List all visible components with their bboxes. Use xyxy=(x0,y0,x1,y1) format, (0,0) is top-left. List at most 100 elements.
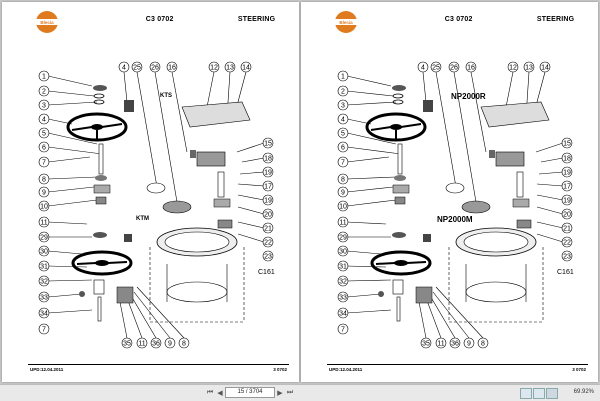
steering-wheel-lower xyxy=(71,250,133,276)
callout-right-18: 18 xyxy=(561,152,573,164)
first-page-button[interactable]: ⏮ xyxy=(206,388,214,396)
svg-text:1: 1 xyxy=(42,74,46,81)
svg-text:2: 2 xyxy=(341,89,345,96)
svg-text:26: 26 xyxy=(151,65,159,72)
zoom-level[interactable]: 69.92% xyxy=(573,389,594,395)
svg-text:35: 35 xyxy=(422,341,430,348)
callout-right-17: 17 xyxy=(561,180,573,192)
steering-diagram: KTS KTM C161 xyxy=(38,61,275,349)
svg-text:2: 2 xyxy=(42,89,46,96)
svg-text:19: 19 xyxy=(563,198,571,205)
svg-text:20: 20 xyxy=(264,212,272,219)
c-label: C161 xyxy=(258,269,275,276)
svg-text:30: 30 xyxy=(339,249,347,256)
callout-right-19b: 19 xyxy=(262,194,274,206)
callout-right-19: 19 xyxy=(262,166,274,178)
svg-text:4: 4 xyxy=(421,65,425,72)
svg-text:9: 9 xyxy=(467,341,471,348)
next-page-button[interactable]: ▶ xyxy=(277,389,283,397)
callout-top-14: 14 xyxy=(539,61,551,73)
callout-bottom-9: 9 xyxy=(463,337,475,349)
callout-left-2: 2 xyxy=(38,85,50,97)
brand-logo: Blecia xyxy=(35,11,59,33)
callout-left-5: 5 xyxy=(38,127,50,139)
callout-bottom-36: 36 xyxy=(150,337,162,349)
callout-left-5: 5 xyxy=(337,127,349,139)
callout-top-25: 25 xyxy=(430,61,442,73)
svg-text:7: 7 xyxy=(341,327,345,334)
callout-top-12: 12 xyxy=(208,61,220,73)
callout-left-7b: 7 xyxy=(337,323,349,335)
footer-date: UPD:12.04.2011 xyxy=(329,367,363,372)
svg-text:34: 34 xyxy=(40,311,48,318)
model-label-top: NP2000R xyxy=(451,92,486,101)
svg-text:23: 23 xyxy=(264,254,272,261)
callout-right-15: 15 xyxy=(561,137,573,149)
callout-left-9: 9 xyxy=(38,186,50,198)
callout-top-26: 26 xyxy=(448,61,460,73)
c-label: C161 xyxy=(557,269,574,276)
svg-text:31: 31 xyxy=(339,264,347,271)
callout-left-4: 4 xyxy=(337,113,349,125)
svg-text:8: 8 xyxy=(481,341,485,348)
callout-right-22: 22 xyxy=(262,236,274,248)
footer-rule xyxy=(327,364,588,365)
prev-page-button[interactable]: ◀ xyxy=(217,389,223,397)
callout-right-18: 18 xyxy=(262,152,274,164)
svg-text:16: 16 xyxy=(168,65,176,72)
callout-left-4: 4 xyxy=(38,113,50,125)
svg-text:7: 7 xyxy=(42,327,46,334)
model-label-bottom: KTM xyxy=(136,216,149,222)
svg-text:18: 18 xyxy=(264,156,272,163)
svg-text:5: 5 xyxy=(341,131,345,138)
svg-text:21: 21 xyxy=(264,226,272,233)
callout-left-6: 6 xyxy=(38,141,50,153)
callout-right-17: 17 xyxy=(262,180,274,192)
svg-text:19: 19 xyxy=(264,198,272,205)
callout-top-25: 25 xyxy=(131,61,143,73)
callout-bottom-11: 11 xyxy=(435,337,447,349)
svg-text:11: 11 xyxy=(437,341,444,348)
svg-text:18: 18 xyxy=(563,156,571,163)
page-number-input[interactable]: 15 / 3704 xyxy=(225,387,275,398)
model-label-top: KTS xyxy=(160,93,172,99)
two-page-view-button[interactable] xyxy=(533,388,545,399)
callout-left-31: 31 xyxy=(337,260,349,272)
callout-left-7: 7 xyxy=(38,156,50,168)
callout-right-23: 23 xyxy=(561,250,573,262)
callout-left-32: 32 xyxy=(38,275,50,287)
callout-left-8: 8 xyxy=(337,173,349,185)
callout-top-16: 16 xyxy=(465,61,477,73)
scroll-view-button[interactable] xyxy=(546,388,558,399)
callout-bottom-36: 36 xyxy=(449,337,461,349)
svg-text:34: 34 xyxy=(339,311,347,318)
svg-text:11: 11 xyxy=(138,341,145,348)
svg-text:10: 10 xyxy=(339,204,347,211)
callout-left-33: 33 xyxy=(38,291,50,303)
svg-text:12: 12 xyxy=(210,65,218,72)
footer-code: 3 0702 xyxy=(572,367,586,372)
footer-rule xyxy=(28,364,289,365)
page-title: C3 0702 STEERING xyxy=(145,16,276,23)
svg-text:32: 32 xyxy=(40,279,48,286)
page-navigation: ⏮ ◀ 15 / 3704 ▶ ⏭ xyxy=(205,387,295,398)
callout-bottom-35: 35 xyxy=(420,337,432,349)
svg-text:17: 17 xyxy=(563,184,571,191)
callout-left-30: 30 xyxy=(38,245,50,257)
callout-right-20: 20 xyxy=(561,208,573,220)
page-left: Blecia C3 0702 STEERING xyxy=(2,2,299,382)
single-page-view-button[interactable] xyxy=(520,388,532,399)
svg-text:36: 36 xyxy=(451,341,459,348)
svg-text:23: 23 xyxy=(563,254,571,261)
last-page-button[interactable]: ⏭ xyxy=(286,388,294,396)
callout-left-32: 32 xyxy=(337,275,349,287)
callout-left-1: 1 xyxy=(38,70,50,82)
callout-left-7: 7 xyxy=(337,156,349,168)
svg-text:26: 26 xyxy=(450,65,458,72)
callout-left-1: 1 xyxy=(337,70,349,82)
svg-text:19: 19 xyxy=(563,170,571,177)
svg-text:6: 6 xyxy=(42,145,46,152)
svg-text:22: 22 xyxy=(563,240,571,247)
svg-text:7: 7 xyxy=(341,160,345,167)
svg-text:9: 9 xyxy=(341,190,345,197)
